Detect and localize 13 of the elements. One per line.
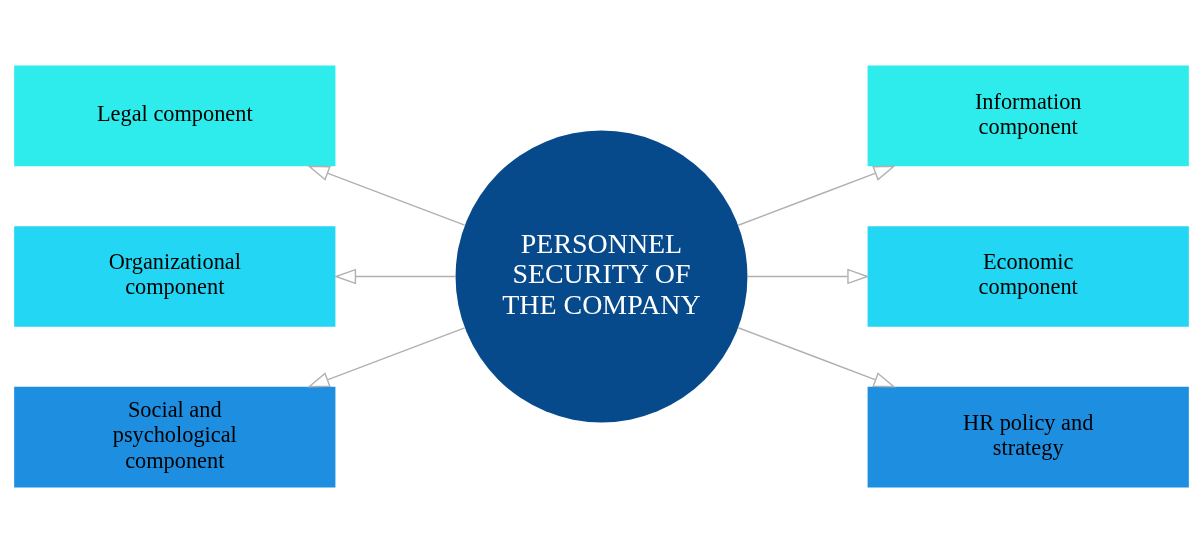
node-box: Information component (867, 65, 1189, 166)
node-box: Organizational component (14, 225, 336, 327)
arrow (737, 165, 896, 226)
arrow (746, 268, 870, 284)
arrow (737, 326, 896, 387)
node-box: HR policy and strategy (867, 386, 1189, 487)
arrow (307, 326, 466, 387)
node-box: Social and psychological component (14, 386, 336, 487)
arrow (307, 165, 466, 226)
node-circle: PERSONNEL SECURITY OF THE COMPANY (455, 130, 748, 422)
node-box: Legal component (14, 65, 336, 166)
node-box: Economic component (867, 225, 1189, 327)
arrow (333, 268, 456, 284)
